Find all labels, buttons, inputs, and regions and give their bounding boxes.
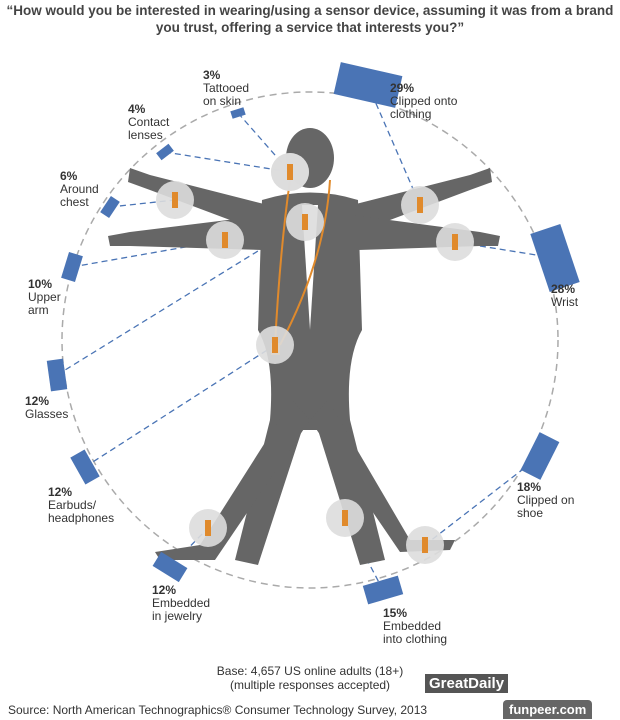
- label-shoe: 18%Clipped on shoe: [517, 480, 575, 520]
- label-upper-arm: 10%Upper arm: [28, 277, 61, 317]
- label-jewelry: 12%Embedded in jewelry: [152, 583, 211, 623]
- label-around-chest: 6%Around chest: [60, 169, 99, 209]
- label-earbuds: 12%Earbuds/ headphones: [48, 485, 115, 525]
- device-icon: [172, 192, 178, 208]
- bar-clipped-on-shoe: [520, 432, 560, 480]
- connector-line: [164, 151, 291, 173]
- connector-line: [367, 84, 421, 206]
- bar-tattooed-on-skin: [230, 107, 246, 119]
- base-note: Base: 4,657 US online adults (18+) (mult…: [0, 664, 620, 692]
- bar-around-chest: [100, 195, 120, 219]
- figure-leg-spread-left: [155, 400, 310, 560]
- bar-clipped-onto-clothing: [333, 62, 403, 108]
- bar-upper-arm: [61, 251, 83, 283]
- label-contact-lenses: 4%Contact lenses: [128, 102, 170, 142]
- watermark-greatdaily: GreatDaily: [425, 674, 509, 693]
- connector-line: [71, 239, 226, 268]
- device-icon: [222, 232, 228, 248]
- device-icon: [452, 234, 458, 250]
- bar-embedded-into-clothing: [362, 575, 404, 605]
- device-icon: [205, 520, 211, 536]
- bar-wrist: [530, 223, 580, 293]
- earbud-cable: [274, 179, 331, 346]
- chart-title: “How would you be interested in wearing/…: [6, 3, 614, 35]
- label-wrist: 28%Wrist: [551, 282, 579, 309]
- connector-line: [84, 344, 276, 468]
- device-icon: [287, 164, 293, 180]
- label-embedded-clothing: 15%Embedded into clothing: [383, 606, 448, 646]
- label-clipped-clothing: 29%Clipped onto clothing: [390, 81, 458, 121]
- bar-embedded-in-jewelry: [152, 551, 188, 583]
- base-line1: Base: 4,657 US online adults (18+): [216, 664, 404, 678]
- body-icons: [156, 153, 474, 564]
- device-icon: [417, 197, 423, 213]
- base-line2: (multiple responses accepted): [229, 678, 391, 692]
- source-note: Source: North American Technographics® C…: [8, 703, 428, 717]
- label-tattooed: 3%Tattooed on skin: [203, 68, 250, 108]
- device-icon: [422, 537, 428, 553]
- figure-arm-upper-left: [128, 168, 268, 232]
- bar-contact-lenses: [156, 143, 174, 161]
- bar-glasses: [46, 358, 68, 392]
- device-icon: [272, 337, 278, 353]
- bars: [46, 62, 580, 605]
- device-icon: [342, 510, 348, 526]
- bar-earbuds-headphones: [70, 449, 100, 485]
- figure-arm-lower-left: [108, 215, 268, 250]
- device-icon: [302, 214, 308, 230]
- guide-circle: [61, 91, 559, 589]
- connector-line: [424, 455, 541, 546]
- figure-leg-spread-right: [310, 400, 455, 552]
- label-glasses: 12%Glasses: [25, 394, 69, 421]
- watermark-funpeer: funpeer.com: [503, 700, 593, 719]
